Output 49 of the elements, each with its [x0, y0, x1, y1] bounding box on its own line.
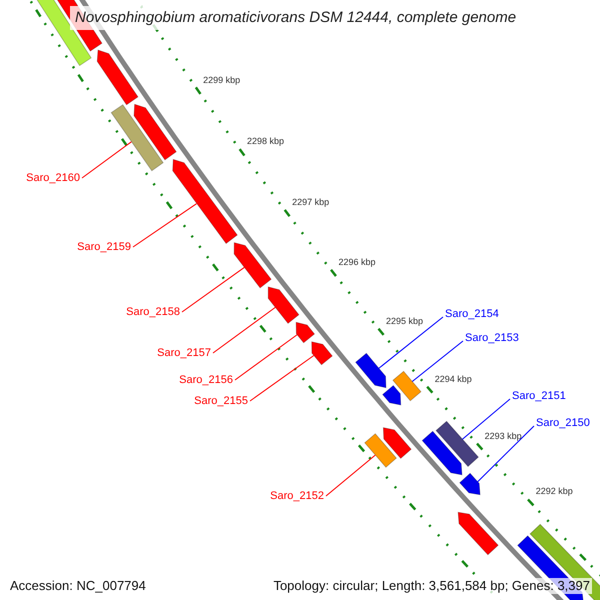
gene-bar [392, 370, 422, 402]
leader-line [182, 266, 245, 312]
gene-label: Saro_2154 [445, 307, 499, 321]
gene-block [422, 430, 462, 476]
gene-bar [364, 433, 397, 468]
scale-label: 2297 kbp [292, 196, 330, 208]
gene-block [311, 341, 333, 366]
gene-bar [435, 420, 479, 468]
genome-info-text: Topology: circular; Length: 3,561,584 bp; Genes: 3,397 [271, 578, 592, 594]
gene-block [268, 286, 300, 324]
leader-line [82, 141, 132, 178]
gene-label: Saro_2159 [77, 240, 131, 254]
gene-label: Saro_2158 [126, 305, 180, 319]
scale-label: 2298 kbp [247, 135, 284, 148]
gene-label: Saro_2157 [157, 346, 211, 360]
gene-label: Saro_2160 [26, 171, 80, 185]
gene-block [134, 104, 177, 160]
gene-label: Saro_2156 [179, 373, 233, 387]
scale-label: 2299 kbp [203, 74, 240, 86]
leader-line [212, 306, 276, 354]
leader-line [412, 340, 464, 382]
accession-text: Accession: NC_007794 [8, 578, 148, 594]
gene-block [459, 472, 481, 496]
leader-line [326, 454, 376, 496]
scale-label: 2296 kbp [338, 256, 376, 268]
leader-line [462, 398, 510, 440]
scale-label: 2295 kbp [386, 314, 424, 327]
leader-line [477, 426, 534, 482]
scale-label: 2292 kbp [536, 485, 573, 498]
gene-block [458, 512, 499, 556]
gene-block [296, 322, 316, 344]
scale-label: 2293 kbp [484, 430, 522, 442]
gene-block [382, 384, 402, 406]
gene-bar [110, 104, 164, 172]
leader-line [132, 203, 198, 248]
scale-label: 2294 kbp [434, 372, 472, 385]
gene-label: Saro_2150 [536, 416, 590, 430]
gene-block [355, 352, 386, 388]
gene-block [234, 242, 272, 288]
gene-block [382, 427, 412, 459]
gene-label: Saro_2155 [194, 394, 248, 408]
leader-line [234, 334, 298, 380]
gene-label: Saro_2151 [512, 389, 566, 403]
gene-label: Saro_2153 [465, 331, 519, 345]
gene-label: Saro_2152 [270, 489, 324, 503]
gene-block [96, 49, 139, 106]
leader-line [250, 354, 314, 402]
gene-block [172, 158, 238, 244]
leader-line [378, 316, 444, 369]
